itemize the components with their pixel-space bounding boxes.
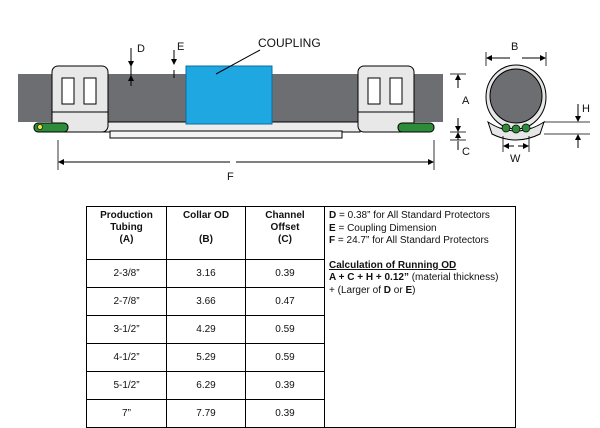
coupling-leader [215,49,261,75]
coupling-label: COUPLING [258,36,321,50]
table-row: 4-1/2” 5.29 0.59 [86,343,516,372]
calc-title: Calculation of Running OD [329,259,457,271]
note-f: F = 24.7” for All Standard Protectors [329,235,489,246]
table-header-row: Production Tubing (A) Collar OD (B) Chan… [86,206,516,428]
note-d: D = 0.38” for All Standard Protectors [329,210,490,221]
right-clamp [357,65,435,133]
label-f: F [227,171,234,183]
header-channel-offset: Channel Offset (C) [245,206,325,260]
note-e: E = Coupling Dimension [329,222,437,234]
coupling [185,65,273,125]
calc-formula: A + C + H + 0.12” (material thickness) [329,272,499,283]
spec-table: Production Tubing (A) Collar OD (B) Chan… [86,206,516,428]
protector-diagram: COUPLING D E A C F B H W [18,36,590,183]
notes-cell: D = 0.38” for All Standard Protectors E … [324,206,516,428]
label-b: B [511,41,518,53]
table-row: 2-7/8” 3.66 0.47 [86,287,516,316]
label-h: H [582,103,590,115]
label-a: A [462,95,470,107]
label-w: W [510,153,521,165]
label-d: D [137,43,145,55]
label-e: E [177,41,184,53]
bottom-strip [109,130,343,139]
header-collar-od: Collar OD (B) [166,206,246,260]
cross-section [485,64,547,141]
label-c: C [462,146,470,158]
table-row: 3-1/2” 4.29 0.59 [86,315,516,344]
calc-line2: + (Larger of D or E) [329,284,416,296]
header-production-tubing: Production Tubing (A) [86,206,167,260]
table-row: 2-3/8” 3.16 0.39 [86,259,516,288]
left-clamp [33,65,109,133]
